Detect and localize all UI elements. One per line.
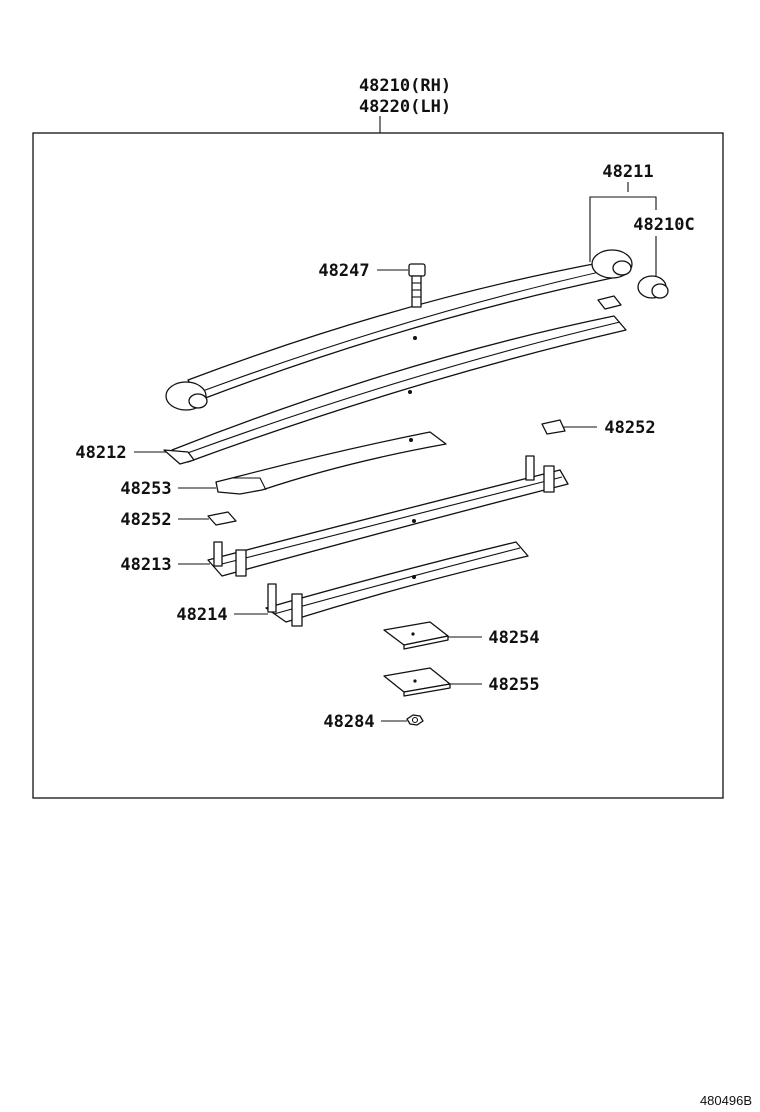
nut-48284 bbox=[406, 714, 424, 726]
plate-48254 bbox=[383, 621, 449, 650]
assembly-frame bbox=[32, 132, 724, 799]
part-label-48252-lower: 48252 bbox=[120, 510, 171, 530]
bracket-48211 bbox=[589, 196, 657, 262]
part-label-48213: 48213 bbox=[120, 555, 171, 575]
part-label-48284: 48284 bbox=[323, 712, 374, 732]
pad-48252-lower bbox=[207, 511, 237, 526]
assembly-label-rh: 48210(RH) bbox=[359, 76, 451, 96]
second-leaf-48212 bbox=[163, 315, 627, 465]
part-label-48254: 48254 bbox=[488, 628, 539, 648]
assembly-label-lh: 48220(LH) bbox=[359, 97, 451, 117]
part-label-48212: 48212 bbox=[75, 443, 126, 463]
leaf-48213 bbox=[207, 455, 569, 577]
part-label-48253: 48253 bbox=[120, 479, 171, 499]
plate-48255 bbox=[383, 667, 451, 697]
part-label-48214: 48214 bbox=[176, 605, 227, 625]
part-label-48211: 48211 bbox=[602, 162, 653, 182]
part-label-48247: 48247 bbox=[318, 261, 369, 281]
bushing-48210C bbox=[637, 275, 669, 299]
center-bolt-48247 bbox=[408, 263, 426, 308]
pad-upper-small bbox=[597, 295, 622, 310]
reference-code: 480496B bbox=[700, 1093, 752, 1108]
main-leaf-48211 bbox=[165, 249, 633, 411]
part-label-48255: 48255 bbox=[488, 675, 539, 695]
short-leaf-48253 bbox=[215, 431, 447, 495]
part-label-48252-upper: 48252 bbox=[604, 418, 655, 438]
pad-48252-upper bbox=[541, 419, 566, 435]
part-label-48210C: 48210C bbox=[633, 215, 694, 235]
leaf-48214 bbox=[265, 541, 529, 627]
